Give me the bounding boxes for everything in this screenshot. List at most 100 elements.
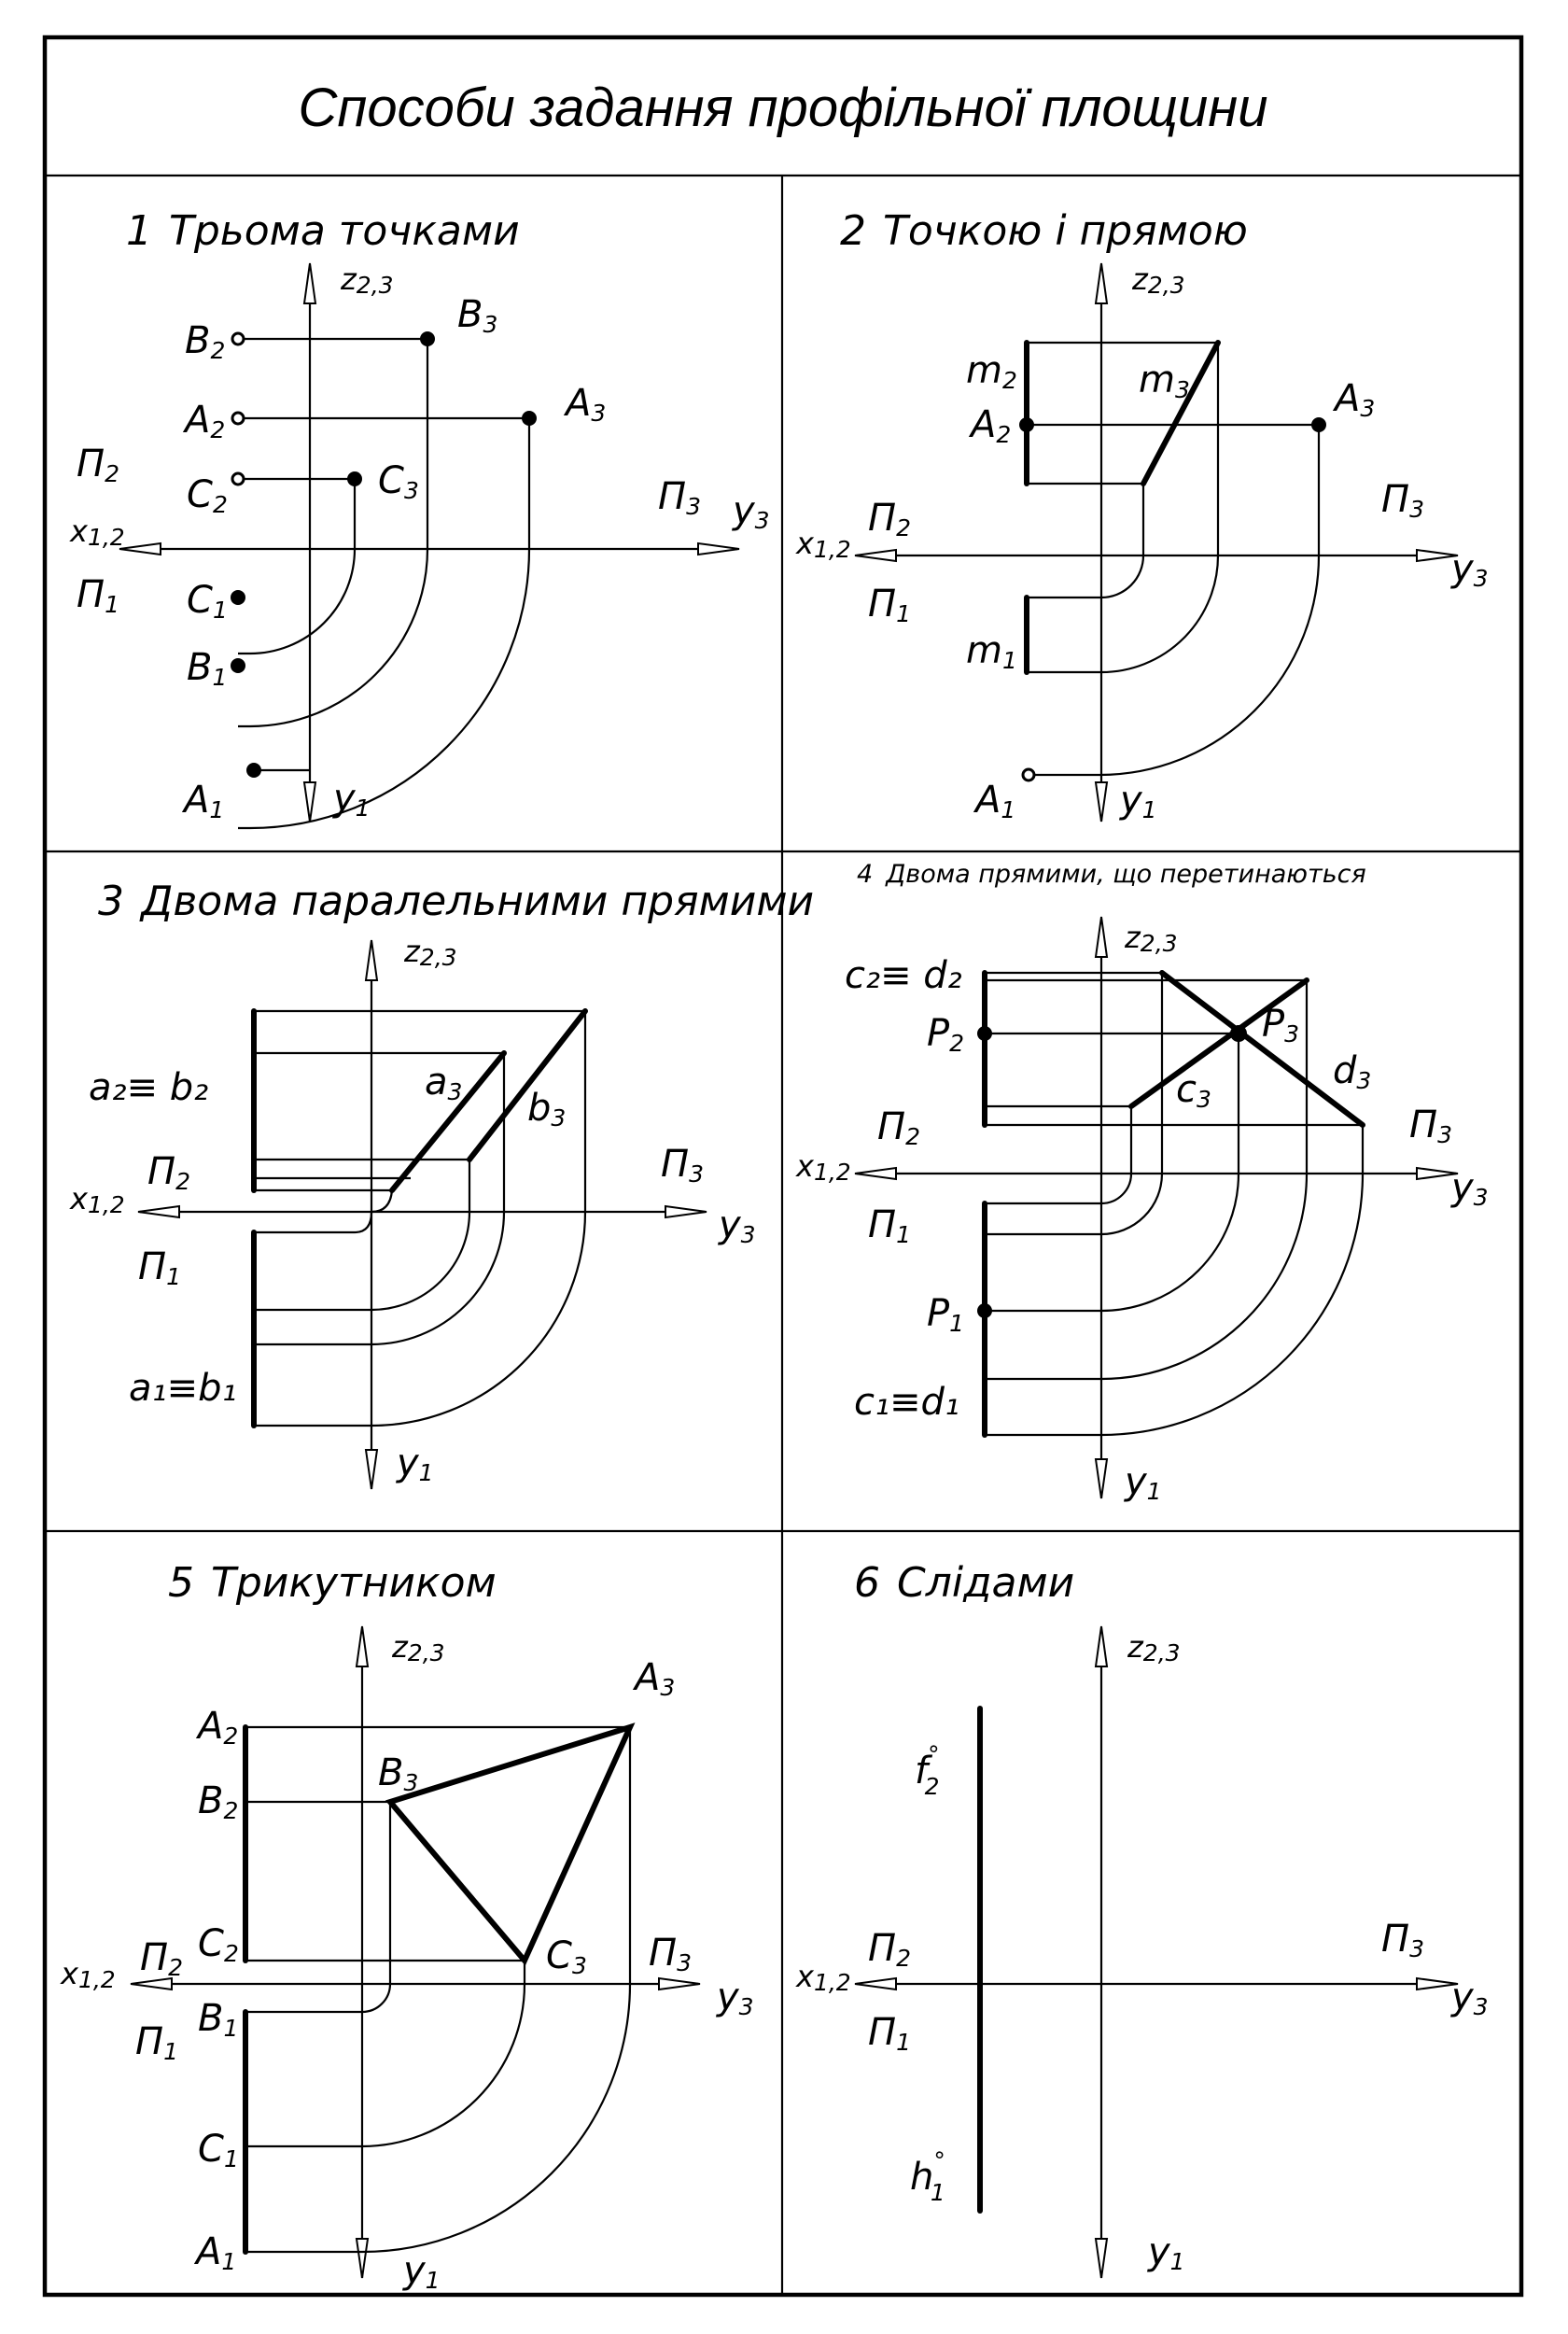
panel-1-point-c1 xyxy=(231,590,245,605)
panel-4-point-p3 xyxy=(1230,1025,1247,1042)
panel-2-y1-label: y1 xyxy=(1119,779,1157,823)
panel-6-y1-arrow xyxy=(1094,2238,1109,2279)
panel-1-pi1-label: Π1 xyxy=(77,573,119,618)
panel-4-y3-label: y3 xyxy=(1450,1166,1489,1211)
panel-4-z-arrow xyxy=(1094,916,1109,958)
panel-1-pi3-label: Π3 xyxy=(658,475,701,520)
panel-1-z-arrow xyxy=(302,262,317,304)
panel-4-x-label: x1,2 xyxy=(795,1148,851,1186)
panel-5-y3-label: y3 xyxy=(716,1975,754,2020)
panel-1-b-link xyxy=(238,337,429,728)
panel-1-z-label: z2,3 xyxy=(340,261,394,299)
panel-6-h-label: h°1 xyxy=(910,2147,945,2206)
panel-4-d3-line xyxy=(1159,970,1365,1128)
panel-5-pi3-label: Π3 xyxy=(649,1932,692,1976)
panel-2-m-bottom-link xyxy=(1027,482,1145,599)
panel-2-x-label: x1,2 xyxy=(795,526,851,563)
panel-5-x-label: x1,2 xyxy=(60,1956,116,1993)
panel-3-x-arrow xyxy=(137,1204,180,1219)
panel-3-y3-label: y3 xyxy=(718,1203,756,1248)
panel-2-m3-line xyxy=(1141,340,1221,486)
panel-5-label-a1: A1 xyxy=(193,2230,236,2275)
panel-2-y3-label: y3 xyxy=(1450,547,1489,592)
panel-3-a3-label: a3 xyxy=(425,1061,462,1105)
panel-4-d3-label: d3 xyxy=(1333,1049,1371,1094)
panel-3-b-bottom-link xyxy=(254,1158,471,1312)
panel-4-p2-label: P2 xyxy=(927,1012,964,1057)
panel-4-c-top-link xyxy=(985,978,1309,1381)
panel-6-f-label: f°2 xyxy=(915,1741,940,1800)
panel-3-y1-arrow xyxy=(364,1449,379,1490)
panel-4-top-label: c₁≡d₁ xyxy=(854,1381,959,1424)
panel-2-point-a3 xyxy=(1311,417,1326,432)
panel-1-point-b3 xyxy=(420,331,435,346)
panel-6-pi1-label: Π1 xyxy=(868,2011,911,2056)
panel-3-b3-label: b3 xyxy=(527,1087,566,1132)
panel-2-pi2-label: Π2 xyxy=(868,497,911,541)
panel-4-p1-label: P1 xyxy=(927,1292,964,1337)
panel-2-y3-arrow xyxy=(1416,548,1459,563)
panel-2-z-arrow xyxy=(1094,262,1109,304)
panel-2-pi3-label: Π3 xyxy=(1381,478,1424,523)
panel-6-y3-arrow xyxy=(1416,1976,1459,1991)
panel-4-z-label: z2,3 xyxy=(1124,920,1178,957)
panel-1-y1-arrow xyxy=(302,781,317,823)
panel-4-y1-arrow xyxy=(1094,1458,1109,1499)
panel-3-b3-line xyxy=(467,1008,588,1162)
panel-3-pi3-label: Π3 xyxy=(661,1143,704,1188)
panel-3-pi1-label: Π1 xyxy=(138,1245,181,1290)
panel-5-label-b2: B2 xyxy=(198,1779,238,1824)
panel-4-point-p2 xyxy=(977,1026,992,1041)
panel-4-point-p1 xyxy=(977,1303,992,1318)
panel-3-front-label: a₂≡ b₂ xyxy=(89,1066,208,1109)
panel-1-label-b1: B1 xyxy=(187,646,227,691)
panel-1-point-b1 xyxy=(231,658,245,673)
panel-1-label-c2: C2 xyxy=(187,473,228,518)
panel-3-z-arrow xyxy=(364,939,379,981)
panel-2-x-arrow xyxy=(854,548,897,563)
panel-1-label-c1: C1 xyxy=(187,579,228,624)
panel-2-z-label: z2,3 xyxy=(1131,261,1185,299)
panel-4-pi1-label: Π1 xyxy=(868,1203,911,1248)
panel-4-pi2-label: Π2 xyxy=(877,1105,920,1150)
panel-1-point-b2 xyxy=(231,331,245,346)
panel-1-point-a3 xyxy=(522,411,537,426)
panel-6-x-arrow xyxy=(854,1976,897,1991)
panel-4-pi3-label: Π3 xyxy=(1409,1104,1452,1148)
panel-4-c3-line xyxy=(1128,977,1309,1109)
panel-1-label-a2: A2 xyxy=(182,399,225,443)
panel-3-pi2-label: Π2 xyxy=(147,1150,190,1195)
panel-2-a-link xyxy=(1027,423,1321,777)
panel-4-y1-label: y1 xyxy=(1124,1460,1162,1505)
panel-5-c-link xyxy=(245,1959,526,2148)
panel-1-y1-label: y1 xyxy=(332,777,371,822)
panel-3-a3-line xyxy=(389,1050,507,1193)
panel-5-label-c2: C2 xyxy=(198,1922,239,1967)
panel-1-point-c3 xyxy=(347,471,362,486)
panel-1-label-a3: A3 xyxy=(563,382,606,427)
panel-5-x-arrow xyxy=(130,1976,173,1991)
panel-1-pi2-label: Π2 xyxy=(77,443,119,487)
panel-5-triangle xyxy=(385,1722,636,1966)
panel-1-a-link xyxy=(238,416,531,830)
panel-3-a-bottom-link xyxy=(254,1188,394,1234)
panel-5-y3-arrow xyxy=(658,1976,701,1991)
panel-5-y1-label: y1 xyxy=(402,2249,441,2294)
panel-1-y3-arrow xyxy=(697,541,740,556)
panel-5-y1-arrow xyxy=(355,2238,370,2279)
panel-5-label-a2: A2 xyxy=(195,1705,238,1750)
panel-2-label-m1: m1 xyxy=(966,629,1017,674)
panel-5-pi1-label: Π1 xyxy=(135,2020,178,2065)
panel-4-c3-label: c3 xyxy=(1176,1068,1211,1113)
panel-3-y3-arrow xyxy=(665,1204,707,1219)
panel-6-x-label: x1,2 xyxy=(795,1959,851,1996)
panel-1-x-label: x1,2 xyxy=(69,513,125,551)
panel-3-b-top-link xyxy=(254,1009,587,1427)
